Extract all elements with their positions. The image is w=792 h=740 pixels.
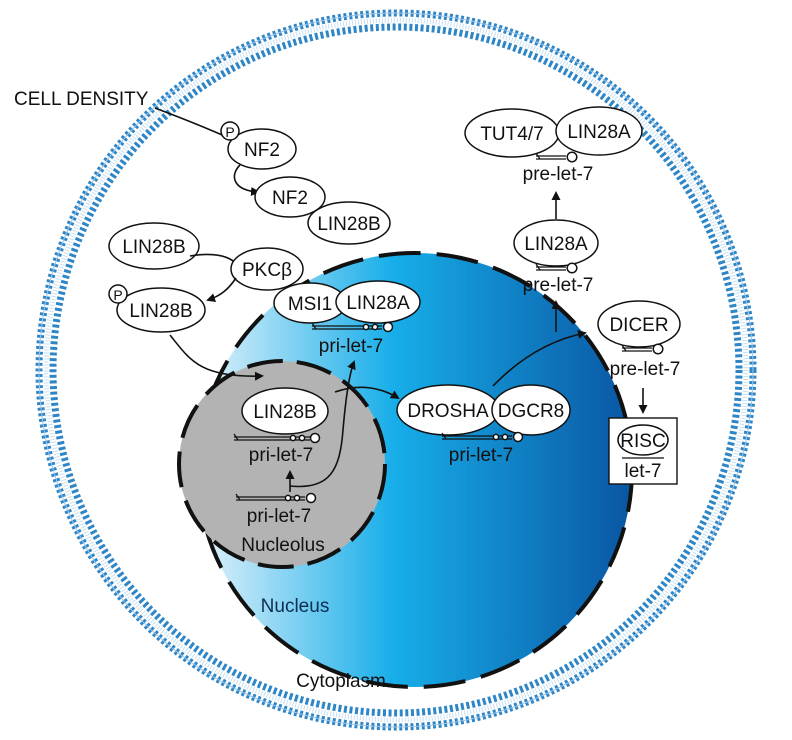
lin28a-label-2: LIN28A (524, 234, 588, 255)
pri-let7-hairpin-icon-2 (235, 492, 317, 504)
lin28a-label-3: LIN28A (567, 122, 631, 143)
dgcr8-node (491, 384, 571, 436)
msi1-label: MSI1 (288, 294, 332, 315)
lin28b-label-1: LIN28B (317, 214, 380, 235)
pri-let7-hairpin-icon-3 (311, 321, 394, 333)
pre-let7-label-2: pre-let-7 (523, 164, 594, 185)
lin28a-label-1: LIN28A (346, 293, 410, 314)
pre-let7-hairpin-icon-1 (535, 262, 578, 274)
cell-density-label: CELL DENSITY (14, 89, 149, 110)
lin28a-node-nucleus (335, 280, 421, 324)
plin28b-to-nucleolus-arrow (169, 334, 264, 381)
nucleolus-to-msi1-arrow (289, 360, 356, 488)
dgcr8-label: DGCR8 (498, 401, 565, 422)
pre-let7-label-1: pre-let-7 (523, 275, 594, 296)
lin28b-node-phospho (116, 287, 206, 333)
drosha-label: DROSHA (407, 401, 489, 422)
tut47-label: TUT4/7 (480, 124, 543, 145)
pri-let7-hairpin-icon-1 (233, 432, 321, 444)
lin28b-label-4: LIN28B (253, 402, 316, 423)
phospho-label-2: P (113, 287, 122, 303)
pkc-to-plin28b-arrow (206, 277, 237, 303)
pre-let7-hairpin-icon-2 (535, 151, 578, 163)
dicer-label: DICER (609, 315, 668, 336)
let7-label: let-7 (625, 461, 662, 482)
pri-let7-label-2: pri-let-7 (247, 506, 311, 527)
lin28b-node-free (108, 222, 200, 270)
pri-let7-label-1: pri-let-7 (249, 445, 313, 466)
dicer-node (597, 300, 681, 348)
pri-let7-label-3: pri-let-7 (319, 336, 383, 357)
phospho-label-1: P (225, 124, 234, 140)
nf2-to-complex-arrow (233, 164, 260, 196)
pre-let7-label-3: pre-let-7 (610, 359, 681, 380)
lin28b-label-3: LIN28B (129, 301, 192, 322)
nf2-label-1: NF2 (244, 140, 280, 161)
nucleolus (177, 359, 387, 569)
to-drosha-arrow (334, 386, 400, 400)
phospho-icon-nf2 (220, 121, 240, 141)
nf2-label-2: NF2 (272, 188, 308, 209)
lin28a-node-cytoplasm (513, 219, 599, 267)
pkcb-node (230, 247, 304, 291)
lin28a-node-tut-complex (555, 106, 643, 156)
pre-let7-hairpin-icon-3 (621, 343, 664, 355)
lin28b-node-nucleolus (241, 387, 329, 435)
nucleolus-label: Nucleolus (241, 535, 324, 556)
pri-let7-hairpin-icon-4 (441, 431, 524, 443)
cytoplasm-label: Cytoplasm (296, 671, 386, 692)
nf2-node (254, 176, 326, 218)
lin28b-label-2: LIN28B (122, 237, 185, 258)
pri-let7-label-4: pri-let-7 (449, 445, 513, 466)
drosha-to-dicer-arrow (492, 329, 587, 387)
lin28b-node-nf2-complex (307, 201, 391, 245)
pkcb-label: PKCβ (242, 260, 292, 281)
nucleus-label: Nucleus (261, 596, 330, 617)
risc-label: RISC (620, 431, 665, 452)
risc-node (617, 424, 669, 456)
cell-membrane (35, 9, 757, 731)
nf2-node-phospho (227, 128, 297, 170)
phospho-icon-lin28b (108, 284, 128, 304)
